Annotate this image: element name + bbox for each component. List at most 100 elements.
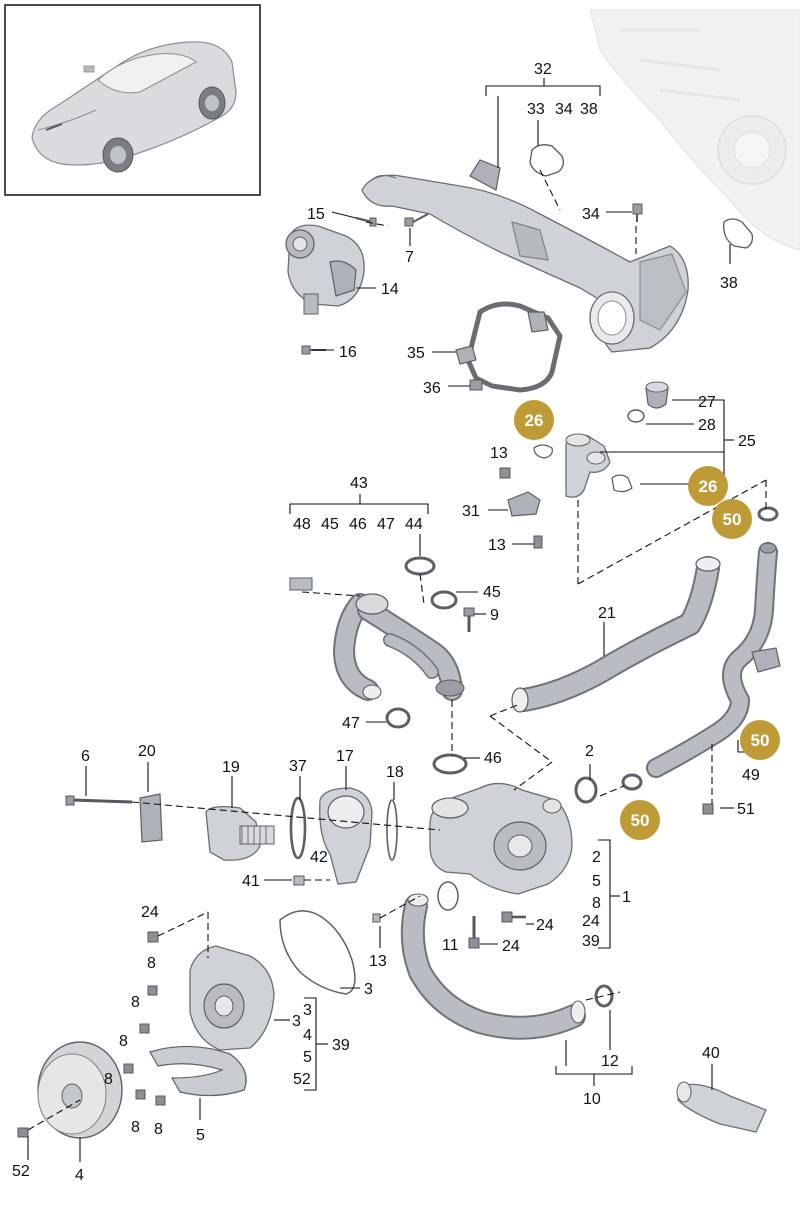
clamp-12 [594, 984, 614, 1008]
shield-5 [149, 1045, 247, 1097]
callout-39-sub-52: 52 [293, 1071, 311, 1088]
leader-lines [27, 78, 754, 1162]
callout-13-mid: 13 [488, 537, 506, 554]
electric-pump-14 [285, 224, 365, 315]
hose-assembly-43 [333, 593, 465, 701]
callout-51: 51 [737, 801, 755, 818]
callout-48: 48 [293, 516, 311, 533]
bolt-9 [463, 607, 475, 632]
bolt-7 [404, 213, 429, 227]
callout-47: 47 [342, 715, 360, 732]
callout-1-sub-39: 39 [582, 933, 600, 950]
pipe-40 [676, 1081, 767, 1133]
callout-9: 9 [490, 607, 499, 624]
callout-4: 4 [75, 1167, 84, 1184]
callout-1-sub-2: 2 [592, 849, 601, 866]
callout-11: 11 [442, 937, 459, 954]
callout-7: 7 [405, 249, 414, 266]
callout-37: 37 [289, 758, 307, 775]
callout-8-a: 8 [147, 955, 156, 972]
bolt-24-bottom [468, 916, 480, 949]
callout-3: 3 [292, 1013, 301, 1030]
callout-43: 43 [350, 475, 368, 492]
badge-50-right: 50 [740, 720, 780, 760]
callout-46-group: 46 [349, 516, 367, 533]
callout-39: 39 [332, 1037, 350, 1054]
hose-10 [400, 893, 586, 1040]
callout-2: 2 [585, 743, 594, 760]
bracket-35 [455, 301, 563, 393]
callout-13-top: 13 [490, 445, 508, 462]
gasket-33 [529, 144, 564, 177]
bolt-34 [632, 203, 643, 222]
bolt-13-mid [533, 535, 543, 549]
callout-34: 34 [582, 206, 600, 223]
callout-40: 40 [702, 1045, 720, 1062]
callout-8-c: 8 [119, 1033, 128, 1050]
clamp-46 [432, 753, 468, 775]
o-ring-11 [437, 881, 459, 911]
callout-24-bottom: 24 [502, 938, 520, 955]
clamp-44 [404, 556, 436, 576]
hose-21 [511, 556, 721, 713]
callout-8-b: 8 [131, 994, 140, 1011]
seal-18 [386, 799, 398, 861]
clamp-47 [385, 707, 411, 729]
callout-5: 5 [196, 1127, 205, 1144]
bolt-15 [355, 216, 377, 227]
callout-3-gasket: 3 [364, 981, 373, 998]
callout-6: 6 [81, 748, 90, 765]
clamp-50-top [757, 506, 779, 522]
badge-50-right-text: 50 [751, 731, 770, 750]
callout-labels: 32 33 34 38 15 7 34 38 14 35 36 16 27 28… [12, 61, 760, 1184]
seal-26a [533, 444, 553, 459]
callout-28: 28 [698, 417, 716, 434]
callout-49: 49 [742, 767, 760, 784]
dashed-connection-lines [27, 169, 767, 1131]
callout-38: 38 [720, 275, 738, 292]
callout-12: 12 [601, 1053, 619, 1070]
callout-1-sub-5: 5 [592, 873, 601, 890]
gasket-37 [289, 796, 307, 860]
water-pump-housing-1 [429, 782, 573, 895]
callout-17: 17 [336, 748, 354, 765]
callout-10: 10 [583, 1091, 601, 1108]
callout-38-group: 38 [580, 101, 598, 118]
callout-1-sub-24: 24 [582, 913, 600, 930]
callout-32: 32 [534, 61, 552, 78]
thermostat-cap-27 [645, 381, 669, 409]
callout-8-f: 8 [154, 1121, 163, 1138]
gasket-3 [279, 910, 356, 995]
callout-45: 45 [483, 584, 501, 601]
callout-35: 35 [407, 345, 425, 362]
vehicle-thumbnail [4, 4, 261, 196]
badge-50-mid-text: 50 [631, 811, 650, 830]
callout-36: 36 [423, 380, 441, 397]
seal-26b [611, 474, 633, 493]
callout-19: 19 [222, 759, 240, 776]
clip-48 [289, 577, 313, 591]
badge-50-mid: 50 [620, 800, 660, 840]
bracket-31 [507, 491, 541, 517]
bolt-41 [293, 875, 305, 886]
callout-16: 16 [339, 344, 357, 361]
callout-47-group: 47 [377, 516, 395, 533]
clip-36 [469, 379, 483, 391]
callout-42: 42 [310, 849, 328, 866]
callout-20: 20 [138, 743, 156, 760]
clamp-45 [430, 590, 458, 610]
thermostat-housing [565, 433, 611, 498]
badge-26-left: 26 [514, 400, 554, 440]
callout-8-d: 8 [104, 1071, 113, 1088]
cover-20 [139, 793, 163, 843]
bolt-6 [65, 795, 133, 806]
callout-39-sub-3: 3 [303, 1002, 312, 1019]
callout-25: 25 [738, 433, 756, 450]
callout-24-right: 24 [536, 917, 554, 934]
housing-17 [319, 787, 373, 885]
gasket-38 [723, 218, 754, 249]
callout-14: 14 [381, 281, 399, 298]
engine-block-ghost [589, 9, 800, 251]
callout-33: 33 [527, 101, 545, 118]
